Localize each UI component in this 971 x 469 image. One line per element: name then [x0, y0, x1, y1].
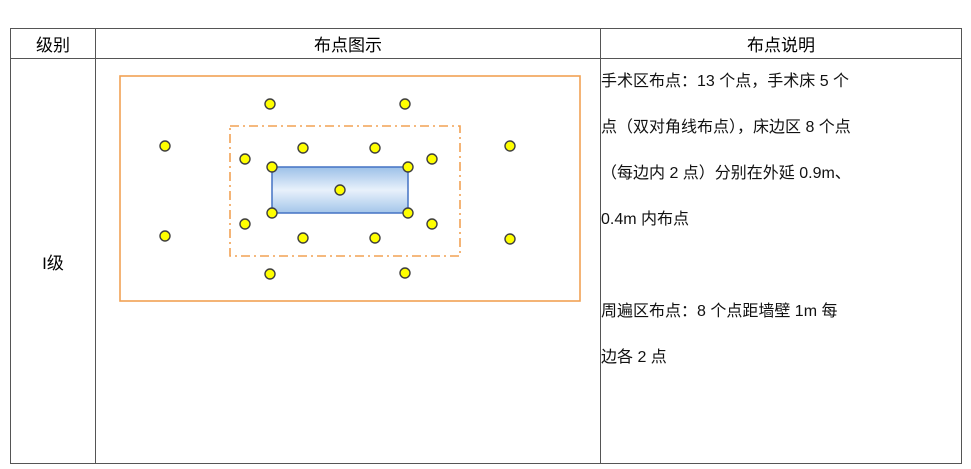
header-diagram: 布点图示	[95, 28, 601, 59]
description-line: （每边内 2 点）分别在外延 0.9m、	[601, 165, 851, 182]
description-line: 点（双对角线布点），床边区 8 个点	[601, 119, 851, 136]
measurement-point-periphery	[399, 267, 411, 279]
measurement-point-periphery	[159, 140, 171, 152]
diagram-cell	[95, 58, 601, 464]
measurement-point-periphery	[264, 98, 276, 110]
layout-diagram	[119, 75, 581, 302]
description-line: 手术区布点：13 个点，手术床 5 个	[601, 73, 850, 90]
description-line: 0.4m 内布点	[601, 211, 690, 228]
bed-edge-boundary	[229, 125, 461, 257]
measurement-point-bed-edge	[239, 218, 251, 230]
measurement-point-periphery	[159, 230, 171, 242]
measurement-point-bed-edge	[369, 142, 381, 154]
measurement-point-table	[266, 207, 278, 219]
periphery-boundary	[119, 75, 581, 302]
header-description: 布点说明	[600, 28, 962, 59]
description-paragraph-2: 周遍区布点：8 个点距墙壁 1m 每 边各 2 点	[601, 289, 961, 381]
measurement-point-bed-edge	[426, 218, 438, 230]
measurement-point-table	[334, 184, 346, 196]
level-cell: I级	[10, 58, 96, 464]
description-paragraph-1: 手术区布点：13 个点，手术床 5 个 点（双对角线布点），床边区 8 个点 （…	[601, 59, 961, 243]
description-line: 边各 2 点	[601, 349, 667, 366]
header-row: 级别 布点图示 布点说明	[10, 28, 962, 59]
description-cell: 手术区布点：13 个点，手术床 5 个 点（双对角线布点），床边区 8 个点 （…	[600, 58, 962, 464]
spec-table: 级别 布点图示 布点说明 I级 手术区布点：13 个点，手术床 5 个 点（双对…	[10, 28, 962, 464]
measurement-point-periphery	[504, 233, 516, 245]
measurement-point-bed-edge	[297, 142, 309, 154]
measurement-point-periphery	[504, 140, 516, 152]
measurement-point-bed-edge	[297, 232, 309, 244]
measurement-point-periphery	[264, 268, 276, 280]
header-level: 级别	[10, 28, 96, 59]
measurement-point-bed-edge	[369, 232, 381, 244]
measurement-point-table	[266, 161, 278, 173]
measurement-point-bed-edge	[426, 153, 438, 165]
measurement-point-table	[402, 161, 414, 173]
measurement-point-table	[402, 207, 414, 219]
data-row: I级 手术区布点：13 个点，手术床 5 个 点（双对角线布点），床边区 8 个…	[10, 58, 962, 464]
description-line: 周遍区布点：8 个点距墙壁 1m 每	[601, 303, 838, 320]
measurement-point-periphery	[399, 98, 411, 110]
measurement-point-bed-edge	[239, 153, 251, 165]
